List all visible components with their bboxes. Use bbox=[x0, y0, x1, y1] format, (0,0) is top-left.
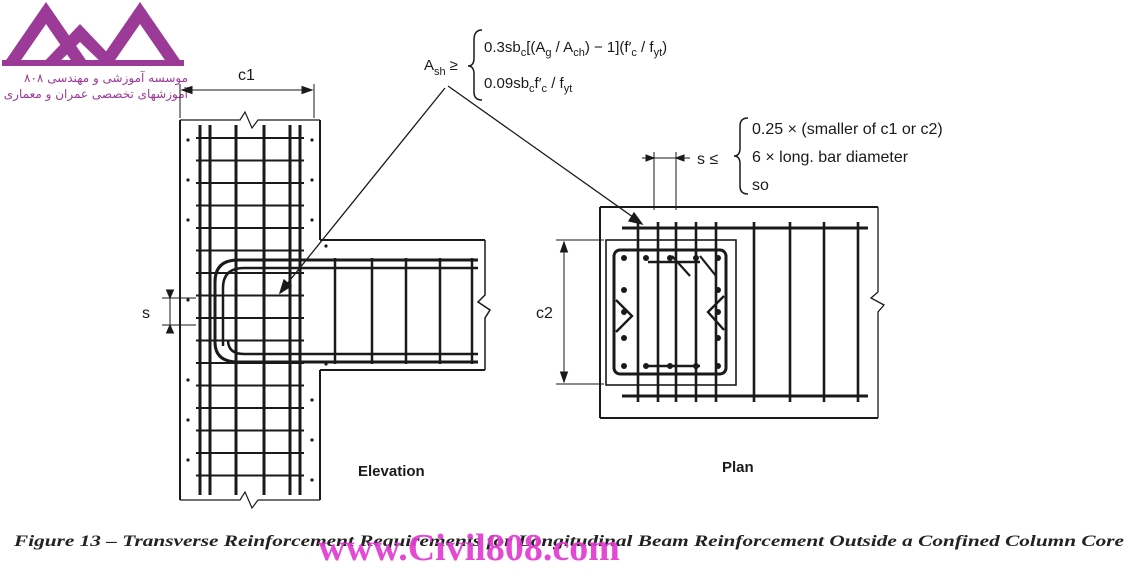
elevation-label: Elevation bbox=[358, 463, 425, 480]
c1-label: c1 bbox=[238, 67, 255, 84]
ash-symbol: A bbox=[424, 57, 434, 74]
c2-dimension bbox=[556, 239, 604, 385]
ash-formula: Ash ≥ 0.3sbc[(Ag / Ach) − 1](f′c / fyt) 0… bbox=[424, 29, 667, 101]
figure-caption: Figure 13 – Transverse Reinforcement Req… bbox=[13, 533, 1125, 550]
formula-line1: 0.3sbc[(Ag / Ach) − 1](f′c / fyt) bbox=[484, 39, 667, 59]
watermark-text: www.Civil808.com bbox=[318, 527, 620, 569]
plan-view bbox=[599, 206, 886, 419]
leader-arrows bbox=[278, 85, 644, 295]
c1-dimension bbox=[179, 84, 315, 118]
svg-text:Ash≥: Ash ≥ bbox=[424, 57, 458, 78]
logo: موسسه آموزشی و مهندسی ۸۰۸ آموزشهای تخصصی… bbox=[2, 2, 189, 102]
c2-label: c2 bbox=[536, 305, 553, 322]
spacing-item-1: 0.25 × (smaller of c1 or c2) bbox=[752, 121, 943, 138]
ash-subscript: sh bbox=[434, 66, 446, 78]
elevation-view bbox=[179, 110, 492, 510]
logo-diamond-icon bbox=[2, 2, 184, 66]
column-ties bbox=[196, 137, 304, 477]
s-dimension bbox=[162, 289, 196, 334]
s-label: s bbox=[142, 305, 150, 322]
plan-stirrups bbox=[636, 222, 860, 402]
ash-relation: ≥ bbox=[450, 57, 458, 74]
logo-line1: موسسه آموزشی و مهندسی ۸۰۸ bbox=[24, 70, 188, 86]
plan-column-bars bbox=[621, 255, 721, 369]
plan-label: Plan bbox=[722, 459, 754, 476]
logo-line2: آموزشهای تخصصی عمران و معماری bbox=[4, 86, 189, 102]
formula-line2: 0.09sbcf′c / fyt bbox=[484, 75, 572, 95]
spacing-item-2: 6 × long. bar diameter bbox=[752, 149, 909, 166]
spacing-item-3: so bbox=[752, 177, 769, 194]
spacing-rule: s ≤ 0.25 × (smaller of c1 or c2) 6 × lon… bbox=[642, 117, 943, 210]
spacing-symbol: s ≤ bbox=[697, 151, 718, 168]
